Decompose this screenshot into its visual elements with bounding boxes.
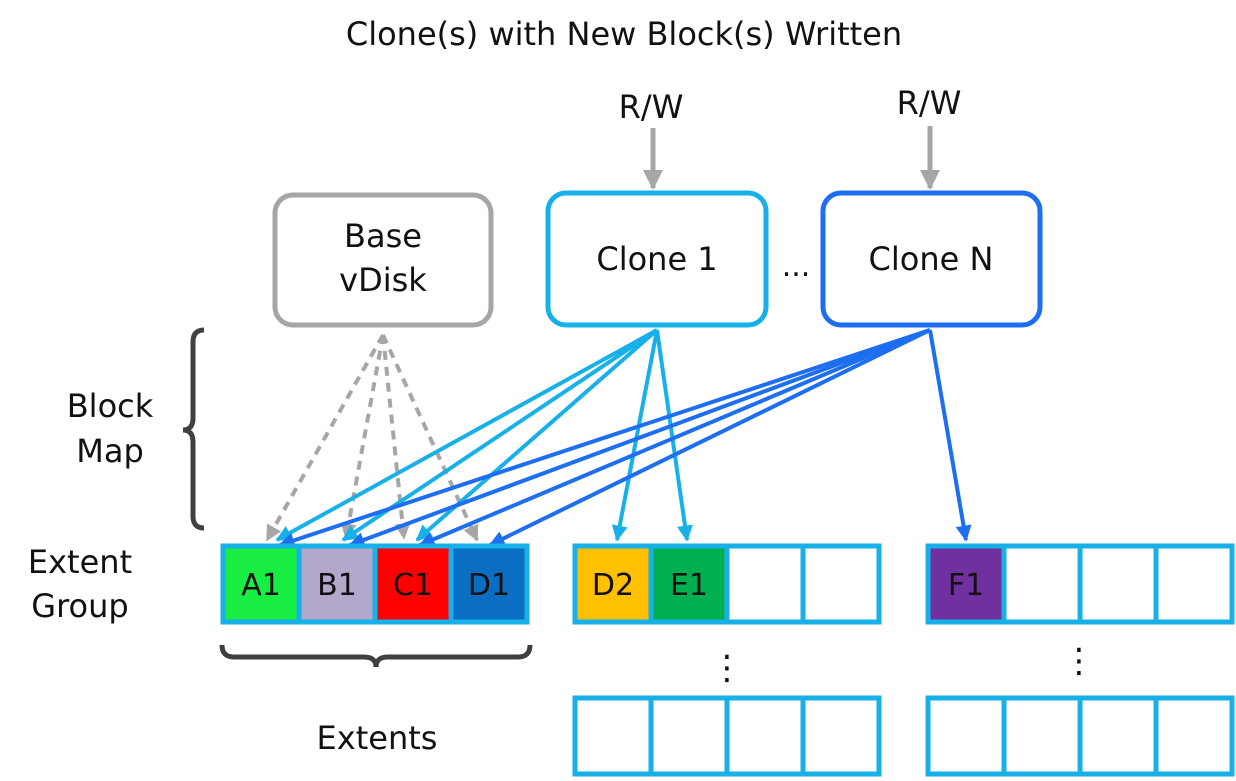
cloneN-label: Clone N	[869, 240, 994, 278]
extent-group-row	[925, 695, 1235, 777]
extent-cell	[925, 695, 1007, 777]
extent-cell	[296, 543, 378, 625]
extent-cell-label: A1	[241, 568, 281, 603]
block-map-label-line2: Map	[76, 432, 144, 470]
clones-ellipsis: ...	[782, 249, 811, 284]
clone1-arrows	[275, 328, 693, 542]
clone1-label: Clone 1	[596, 240, 717, 278]
extents-label: Extents	[317, 719, 438, 757]
base-vdisk-node: Base vDisk	[272, 192, 494, 328]
extent-cell	[724, 695, 806, 777]
extent-cell-label: D2	[592, 568, 634, 603]
extent-cell-label: C1	[393, 568, 433, 603]
clone1-to-a1-arrow	[275, 328, 658, 542]
cloneN-to-b1-arrow	[348, 328, 931, 548]
cloneN-to-f1-arrow	[928, 329, 972, 542]
cloneN-node: Clone N	[820, 190, 1043, 328]
extent-cell	[448, 543, 530, 625]
extent-cell	[572, 543, 654, 625]
extent-cell	[1001, 695, 1083, 777]
vertical-ellipsis-group2: ⋮	[710, 648, 744, 688]
cloneN-arrows	[278, 328, 972, 549]
extent-group-row: F1	[925, 543, 1235, 625]
extent-group-row: A1 B1 C1 D1	[220, 543, 530, 625]
extent-cell	[1077, 695, 1159, 777]
extent-cell-label: B1	[317, 568, 357, 603]
extent-groups: A1 B1 C1 D1 D2 E1 F1	[220, 543, 1235, 777]
cloneN-to-a1-arrow	[278, 328, 931, 549]
base-to-a1-arrow	[265, 334, 385, 542]
extent-cell	[648, 695, 730, 777]
base-to-c1-arrow	[381, 334, 411, 540]
block-map-brace	[182, 327, 205, 531]
clone1-to-e1-arrow	[655, 329, 693, 542]
base-to-b1-arrow	[340, 334, 385, 540]
extent-cell	[1153, 695, 1235, 777]
extent-cell	[800, 695, 882, 777]
extent-cell-label: E1	[670, 568, 708, 603]
extent-cell-label: D1	[468, 568, 510, 603]
extent-cell	[724, 543, 806, 625]
extent-cell	[1001, 543, 1083, 625]
base-to-d1-arrow	[381, 334, 479, 542]
clone1-to-d2-arrow	[611, 329, 659, 542]
base-vdisk-arrows	[265, 334, 479, 542]
extent-cell	[1153, 543, 1235, 625]
base-vdisk-label-line1: Base	[344, 217, 422, 255]
extent-cell	[220, 543, 302, 625]
extent-cell	[572, 695, 654, 777]
vertical-ellipsis-group3: ⋮	[1062, 641, 1096, 681]
extents-brace	[219, 644, 533, 668]
extent-group-row: D2 E1	[572, 543, 882, 625]
cloneN-to-d1-arrow	[488, 328, 931, 547]
rw-label-clone1: R/W	[619, 88, 684, 126]
extent-cell	[925, 543, 1007, 625]
extent-cell	[800, 543, 882, 625]
extent-cell	[372, 543, 454, 625]
base-vdisk-label-line2: vDisk	[339, 261, 427, 299]
block-map-label-line1: Block	[67, 387, 154, 425]
rw-label-cloneN: R/W	[897, 84, 962, 122]
extent-group-label-line2: Group	[31, 587, 128, 625]
diagram-title: Clone(s) with New Block(s) Written	[346, 15, 902, 53]
clone1-node: Clone 1	[545, 190, 769, 328]
extent-group-label-line1: Extent	[28, 543, 132, 581]
extent-group-row	[572, 695, 882, 777]
extent-cell	[1077, 543, 1159, 625]
cloneN-to-c1-arrow	[418, 328, 931, 547]
extent-cell-label: F1	[948, 568, 984, 603]
